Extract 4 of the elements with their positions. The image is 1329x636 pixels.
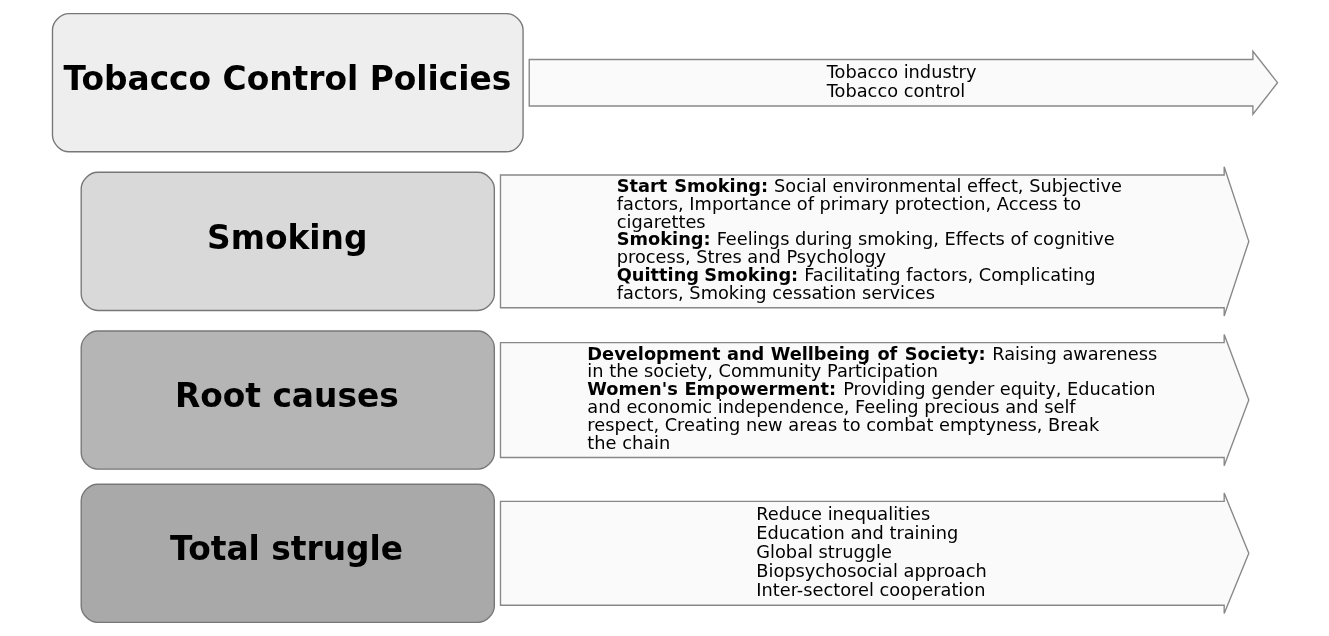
node-box: Smoking <box>80 171 495 312</box>
node-box: Tobacco Control Policies <box>51 12 524 153</box>
node-box: Root causes <box>80 330 495 470</box>
node-box: Total strugle <box>80 483 495 624</box>
